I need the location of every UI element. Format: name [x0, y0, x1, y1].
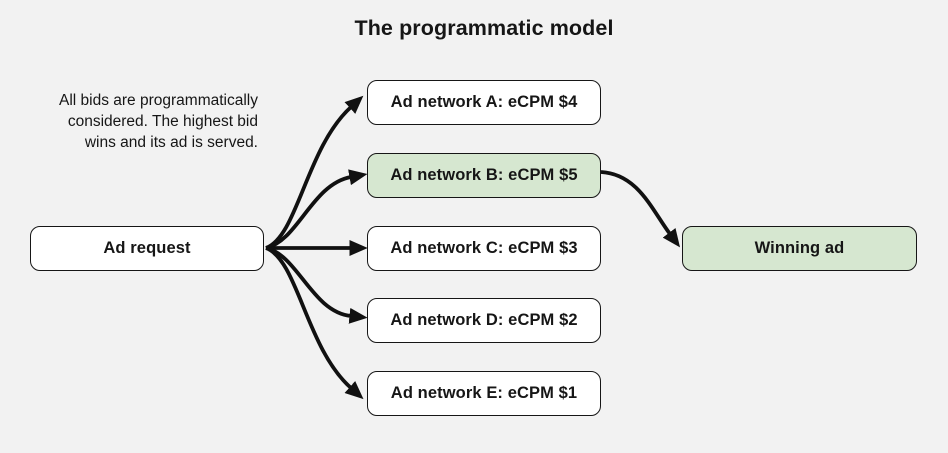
description-line: wins and its ad is served.: [84, 134, 258, 151]
node-label: Ad request: [103, 239, 191, 257]
diagram-title: The programmatic model: [354, 16, 614, 40]
arrow-request-to-network-a: [265, 95, 364, 250]
arrow-network-b-to-winning-ad: [600, 170, 681, 248]
node-label: Ad network E: eCPM $1: [390, 384, 578, 402]
node-ad-network-b: Ad network B: eCPM $5: [367, 153, 601, 198]
node-ad-request: Ad request: [30, 226, 264, 271]
node-label: Ad network B: eCPM $5: [390, 166, 578, 184]
description-text: All bids are programmatically considered…: [10, 90, 258, 153]
arrow-request-to-network-d: [265, 246, 368, 324]
node-ad-network-d: Ad network D: eCPM $2: [367, 298, 601, 343]
arrow-request-to-network-b: [265, 169, 368, 250]
node-label: Ad network D: eCPM $2: [390, 311, 578, 329]
arrow-request-to-network-e: [265, 246, 364, 400]
node-label: Ad network A: eCPM $4: [390, 93, 578, 111]
description-line: All bids are programmatically: [59, 92, 258, 109]
node-ad-network-a: Ad network A: eCPM $4: [367, 80, 601, 125]
node-label: Winning ad: [754, 239, 845, 257]
node-label: Ad network C: eCPM $3: [390, 239, 578, 257]
node-winning-ad: Winning ad: [682, 226, 917, 271]
node-ad-network-c: Ad network C: eCPM $3: [367, 226, 601, 271]
description-line: considered. The highest bid: [67, 113, 258, 130]
node-ad-network-e: Ad network E: eCPM $1: [367, 371, 601, 416]
